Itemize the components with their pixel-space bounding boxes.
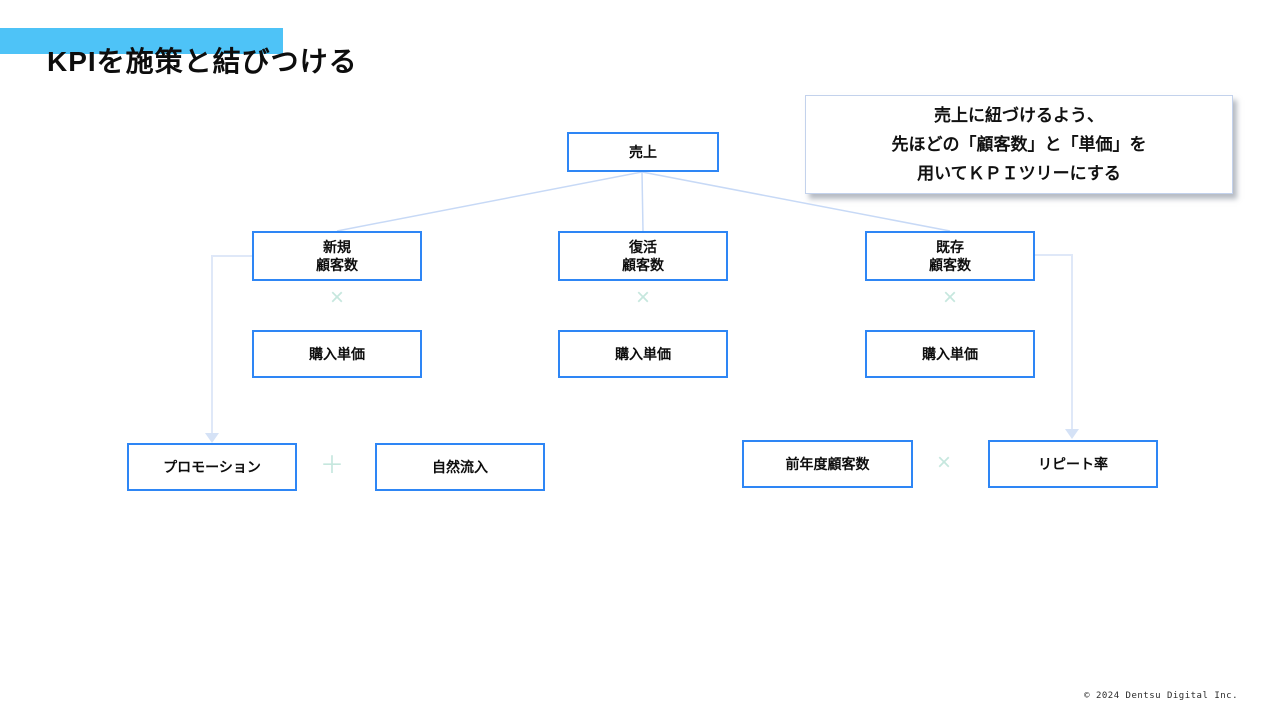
node-returning-customers-line1: 復活 bbox=[629, 239, 657, 255]
node-organic-inflow-label: 自然流入 bbox=[432, 459, 488, 475]
node-returning-customers: 復活 顧客数 bbox=[558, 231, 728, 281]
callout-line-1: 売上に紐づけるよう、 bbox=[934, 106, 1104, 125]
node-unit-price-existing: 購入単価 bbox=[865, 330, 1035, 378]
callout-note: 売上に紐づけるよう、 先ほどの「顧客数」と「単価」を 用いてＫＰＩツリーにする bbox=[805, 95, 1233, 194]
node-existing-customers-line2: 顧客数 bbox=[929, 257, 971, 273]
node-existing-customers-line1: 既存 bbox=[936, 239, 964, 255]
multiply-operator-existing: × bbox=[942, 284, 958, 311]
copyright-text: © 2024 Dentsu Digital Inc. bbox=[1084, 691, 1238, 701]
node-new-customers: 新規 顧客数 bbox=[252, 231, 422, 281]
node-promotion-label: プロモーション bbox=[163, 459, 261, 475]
node-repeat-rate-label: リピート率 bbox=[1038, 456, 1108, 472]
multiply-operator-new: × bbox=[329, 284, 345, 311]
node-repeat-rate: リピート率 bbox=[988, 440, 1158, 488]
node-returning-customers-line2: 顧客数 bbox=[622, 257, 664, 273]
multiply-operator-bottom-right: × bbox=[936, 449, 952, 476]
node-existing-customers: 既存 顧客数 bbox=[865, 231, 1035, 281]
node-new-customers-line2: 顧客数 bbox=[316, 257, 358, 273]
callout-line-2: 先ほどの「顧客数」と「単価」を bbox=[891, 135, 1147, 154]
node-prev-year-customers-label: 前年度顧客数 bbox=[785, 456, 870, 472]
node-unit-price-returning-label: 購入単価 bbox=[615, 346, 671, 362]
multiply-operator-returning: × bbox=[635, 284, 651, 311]
page-title: KPIを施策と結びつける bbox=[47, 46, 358, 77]
node-unit-price-returning: 購入単価 bbox=[558, 330, 728, 378]
title-highlight-bar bbox=[0, 28, 283, 54]
node-unit-price-new: 購入単価 bbox=[252, 330, 422, 378]
node-prev-year-customers: 前年度顧客数 bbox=[742, 440, 913, 488]
plus-operator-bottom-left: ＋ bbox=[320, 452, 344, 479]
node-sales: 売上 bbox=[567, 132, 719, 172]
node-unit-price-new-label: 購入単価 bbox=[309, 346, 365, 362]
node-organic-inflow: 自然流入 bbox=[375, 443, 545, 491]
node-new-customers-line1: 新規 bbox=[323, 239, 351, 255]
callout-line-3: 用いてＫＰＩツリーにする bbox=[917, 164, 1121, 183]
node-promotion: プロモーション bbox=[127, 443, 297, 491]
node-sales-label: 売上 bbox=[629, 144, 657, 160]
node-unit-price-existing-label: 購入単価 bbox=[922, 346, 978, 362]
